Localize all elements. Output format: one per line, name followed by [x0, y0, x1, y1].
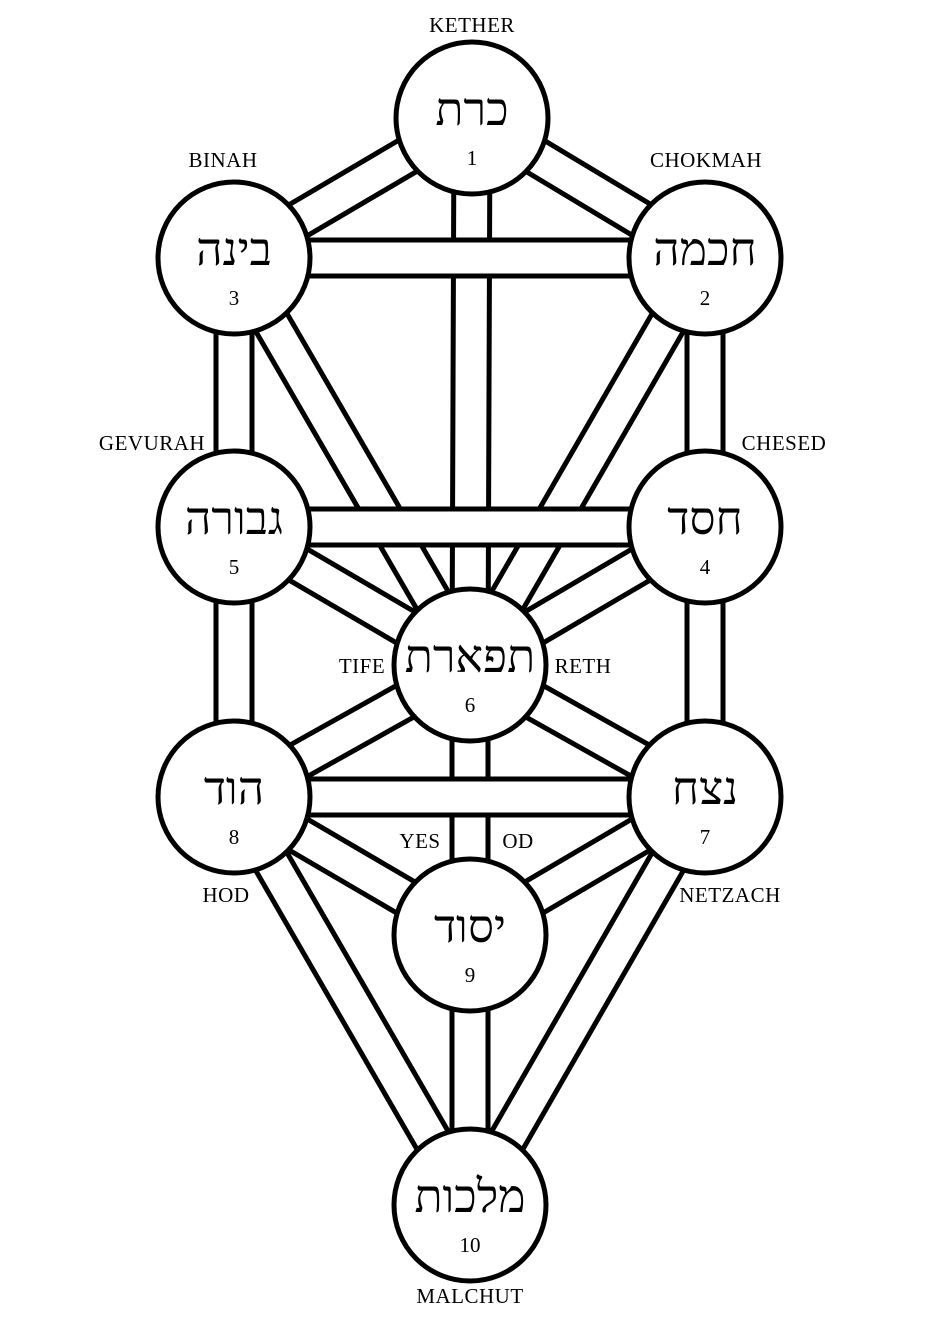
number-malchut: 10	[460, 1233, 481, 1257]
label-binah: BINAH	[189, 148, 258, 172]
nodes-layer: כרת 1 חכמה 2 בינה 3 חסד 4 גבורה 5 תפארת 6 נצח 7 הוד 8 יס…	[155, 39, 784, 1284]
hebrew-name-binah: בינה	[196, 222, 272, 276]
circle-tiferet	[391, 586, 549, 744]
circle-hod	[155, 718, 313, 876]
hebrew-name-yesod: יסוד	[434, 899, 506, 953]
label-tiferet-right: RETH	[555, 654, 612, 678]
label-kether: KETHER	[429, 13, 515, 37]
hebrew-name-malchut: מלכות	[414, 1169, 525, 1223]
circle-netzach	[626, 718, 784, 876]
label-yesod-left: YES	[399, 829, 440, 853]
label-netzach: NETZACH	[679, 883, 781, 907]
sephirah-kether: כרת 1	[393, 39, 551, 197]
label-malchut: MALCHUT	[416, 1284, 523, 1308]
circle-binah	[155, 179, 313, 337]
hebrew-name-tiferet: תפארת	[405, 629, 535, 683]
path-kether-tiferet	[449, 115, 493, 668]
number-binah: 3	[229, 286, 240, 310]
sephirah-yesod: יסוד 9	[391, 856, 549, 1014]
number-chesed: 4	[700, 555, 711, 579]
sephirah-netzach: נצח 7	[626, 718, 784, 876]
label-chokmah: CHOKMAH	[650, 148, 762, 172]
circle-yesod	[391, 856, 549, 1014]
circle-chokmah	[626, 179, 784, 337]
circle-chesed	[626, 448, 784, 606]
sephirah-tiferet: תפארת 6	[391, 586, 549, 744]
sephirah-gevurah: גבורה 5	[155, 448, 313, 606]
sephirah-malchut: מלכות 10	[391, 1126, 549, 1284]
label-yesod-right: OD	[502, 829, 533, 853]
hebrew-name-chokmah: חכמה	[653, 222, 756, 276]
hebrew-name-netzach: נצח	[672, 761, 738, 815]
label-hod: HOD	[203, 883, 250, 907]
sephirah-chesed: חסד 4	[626, 448, 784, 606]
number-gevurah: 5	[229, 555, 240, 579]
hebrew-name-kether: כרת	[435, 82, 508, 136]
circle-malchut	[391, 1126, 549, 1284]
number-netzach: 7	[700, 825, 711, 849]
label-chesed: CHESED	[742, 431, 827, 455]
number-tiferet: 6	[465, 693, 476, 717]
sephirah-hod: הוד 8	[155, 718, 313, 876]
circle-gevurah	[155, 448, 313, 606]
circle-kether	[393, 39, 551, 197]
number-yesod: 9	[465, 963, 476, 987]
label-gevurah: GEVURAH	[99, 431, 205, 455]
sephirah-binah: בינה 3	[155, 179, 313, 337]
number-hod: 8	[229, 825, 240, 849]
hebrew-name-hod: הוד	[204, 761, 264, 815]
hebrew-name-gevurah: גבורה	[185, 491, 283, 545]
number-chokmah: 2	[700, 286, 711, 310]
sephirah-chokmah: חכמה 2	[626, 179, 784, 337]
hebrew-name-chesed: חסד	[667, 491, 743, 545]
number-kether: 1	[467, 146, 478, 170]
labels-layer: KETHER CHOKMAH BINAH CHESED GEVURAH TIFE…	[99, 13, 826, 1308]
label-tiferet-left: TIFE	[339, 654, 385, 678]
